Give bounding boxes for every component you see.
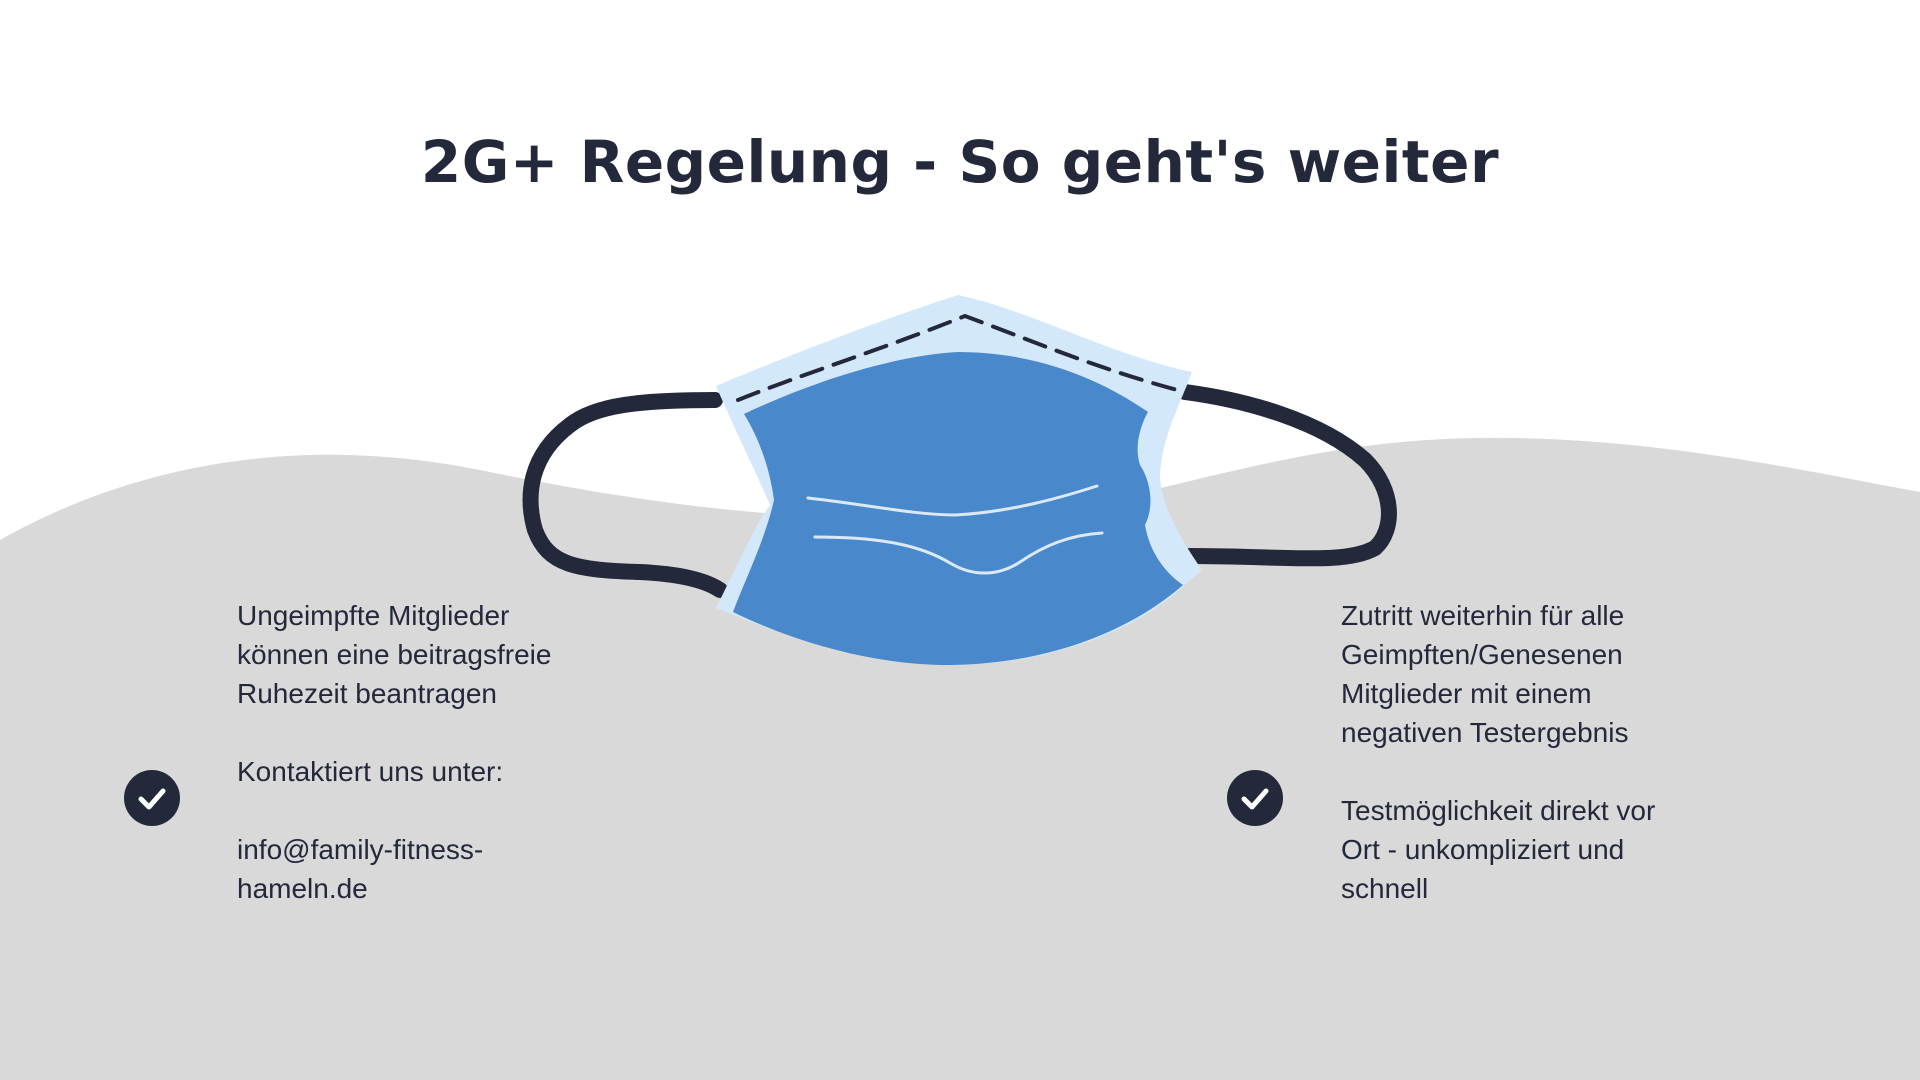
- spacer: [1341, 752, 1655, 791]
- spacer: [237, 791, 551, 830]
- right-text-line: Geimpften/Genesenen: [1341, 639, 1623, 670]
- contact-email: info@family-fitness-: [237, 834, 484, 865]
- checkmark-icon: [1241, 788, 1269, 810]
- left-text-line: Ungeimpfte Mitglieder: [237, 600, 510, 631]
- contact-email-continued: hameln.de: [237, 873, 368, 904]
- spacer: [237, 713, 551, 752]
- right-info-text: Zutritt weiterhin für alle Geimpften/Gen…: [1341, 596, 1655, 908]
- checkmark-icon: [138, 788, 166, 810]
- right-text-line: Mitglieder mit einem: [1341, 678, 1592, 709]
- left-info-text: Ungeimpfte Mitglieder können eine beitra…: [237, 596, 551, 908]
- page-title: 2G+ Regelung - So geht's weiter: [420, 128, 1500, 196]
- right-text-line: Zutritt weiterhin für alle: [1341, 600, 1625, 631]
- right-text-line: Ort - unkompliziert und: [1341, 834, 1625, 865]
- left-text-line: können eine beitragsfreie: [237, 639, 552, 670]
- right-check-badge: [1227, 770, 1283, 826]
- right-text-line: negativen Testergebnis: [1341, 717, 1629, 748]
- right-text-line: schnell: [1341, 873, 1429, 904]
- contact-label: Kontaktiert uns unter:: [237, 756, 504, 787]
- left-text-line: Ruhezeit beantragen: [237, 678, 497, 709]
- left-check-badge: [124, 770, 180, 826]
- right-text-line: Testmöglichkeit direkt vor: [1341, 795, 1656, 826]
